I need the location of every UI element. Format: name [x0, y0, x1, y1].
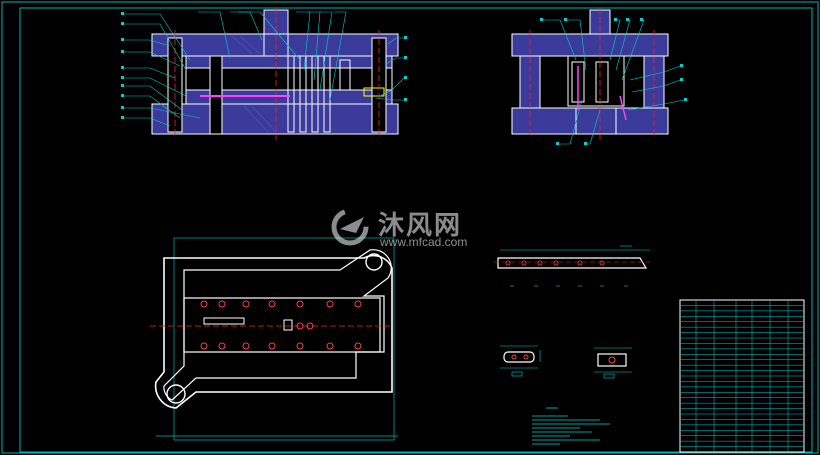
bill-of-materials: [679, 299, 805, 453]
mfcad-logo-icon: [331, 208, 369, 246]
side-section-view: [511, 8, 687, 145]
watermark-title: 沐风网: [378, 211, 463, 241]
watermark: 沐风网 www.mfcad.com: [330, 203, 500, 251]
part-detail-a: [500, 345, 541, 377]
part-detail-b: [594, 347, 632, 379]
watermark-url: www.mfcad.com: [380, 235, 468, 249]
strip-layout: [494, 245, 650, 287]
technical-notes: [532, 407, 610, 445]
inner-border: [19, 7, 813, 453]
front-section-view: [121, 8, 407, 140]
plan-view: [150, 237, 398, 441]
